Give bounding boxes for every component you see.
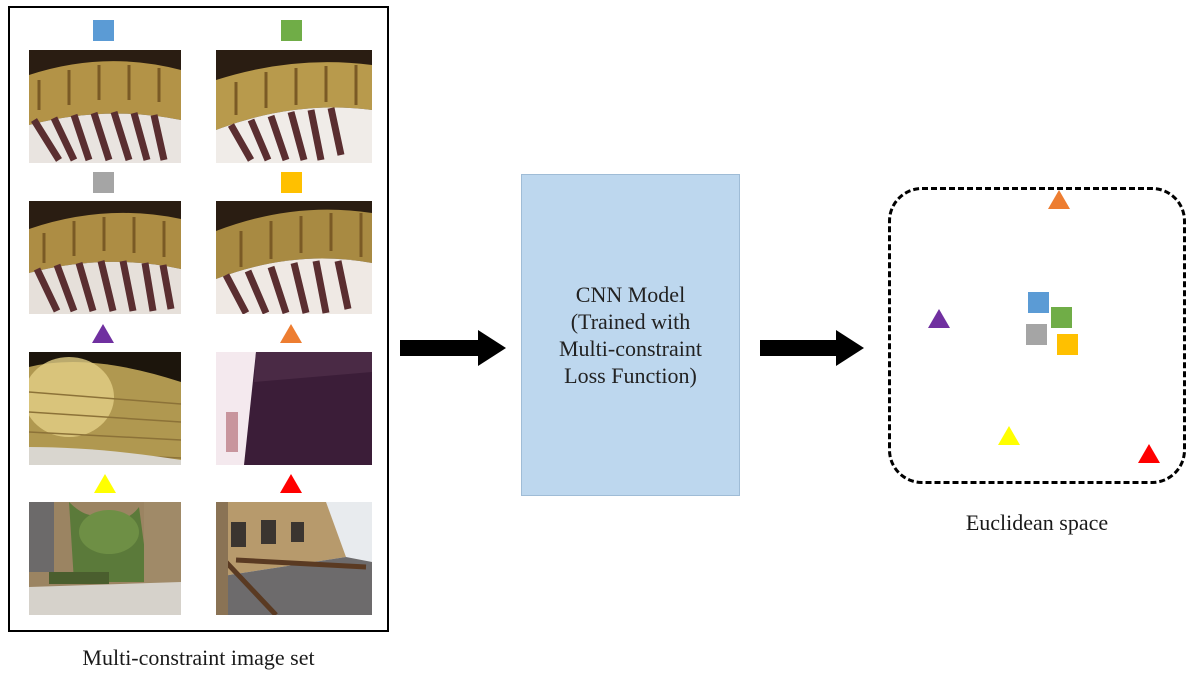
cnn-model-box: CNN Model (Trained with Multi-constraint… — [521, 174, 740, 496]
photo-dark-door — [216, 352, 372, 465]
purple-triangle-marker — [92, 324, 114, 343]
green-square-point — [1051, 307, 1072, 328]
photo-indoor-hall-2 — [216, 50, 372, 163]
photo-stone-wall — [29, 352, 181, 465]
euclidean-space-box — [888, 187, 1186, 484]
cnn-line-1: CNN Model — [575, 282, 686, 307]
photo-indoor-hall-3 — [29, 201, 181, 314]
cnn-line-4: Loss Function) — [564, 363, 697, 388]
photo-indoor-hall-4 — [216, 201, 372, 314]
yellow-square-marker — [281, 172, 302, 193]
image-set-caption: Multi-constraint image set — [82, 645, 315, 670]
photo-building-street — [216, 502, 372, 615]
purple-triangle-point — [928, 309, 950, 328]
blue-square-point — [1028, 292, 1049, 313]
arrow-right-icon-2 — [760, 330, 864, 366]
orange-triangle-marker — [280, 324, 302, 343]
yellow-triangle-marker — [94, 474, 116, 493]
euclidean-space-caption: Euclidean space — [965, 510, 1109, 535]
photo-indoor-hall-1 — [29, 50, 181, 163]
red-triangle-marker — [280, 474, 302, 493]
red-triangle-point — [1138, 444, 1160, 463]
blue-square-marker — [93, 20, 114, 41]
gray-square-point — [1026, 324, 1047, 345]
orange-triangle-point — [1048, 190, 1070, 209]
yellow-square-point — [1057, 334, 1078, 355]
cnn-model-label: CNN Model (Trained with Multi-constraint… — [559, 281, 702, 389]
arrow-right-icon — [400, 330, 506, 366]
cnn-line-3: Multi-constraint — [559, 336, 702, 361]
yellow-triangle-point — [998, 426, 1020, 445]
gray-square-marker — [93, 172, 114, 193]
cnn-line-2: (Trained with — [570, 309, 691, 334]
photo-garden-wall — [29, 502, 181, 615]
green-square-marker — [281, 20, 302, 41]
